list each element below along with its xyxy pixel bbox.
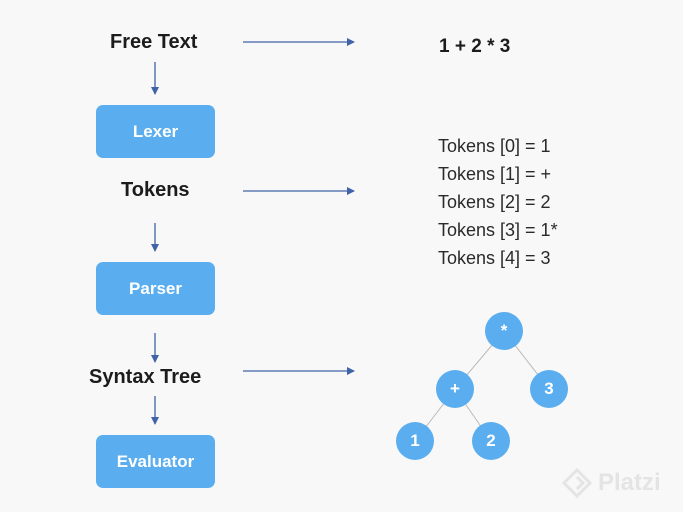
- platzi-logo-icon: [562, 468, 592, 498]
- syntax-tree-label: Syntax Tree: [89, 366, 202, 388]
- tree-node-one: 1: [396, 422, 434, 460]
- token-item: Tokens [0] = 1: [438, 136, 551, 156]
- token-item: Tokens [3] = 1*: [438, 220, 558, 240]
- tree-node-two: 2: [472, 422, 510, 460]
- token-item: Tokens [2] = 2: [438, 192, 551, 212]
- tree-node-root: *: [485, 312, 523, 350]
- tree-node-three: 3: [530, 370, 568, 408]
- token-item: Tokens [1] = +: [438, 164, 552, 184]
- parser-box: Parser: [96, 262, 215, 315]
- lexer-box: Lexer: [96, 105, 215, 158]
- free-text-label: Free Text: [110, 31, 198, 53]
- tokens-list: Tokens [0] = 1 Tokens [1] = + Tokens [2]…: [438, 132, 558, 272]
- watermark-text: Platzi: [598, 469, 661, 496]
- expression-text: 1 + 2 * 3: [439, 36, 511, 57]
- tokens-label: Tokens: [121, 179, 190, 201]
- platzi-watermark: Platzi: [562, 468, 661, 498]
- tree-node-plus: +: [436, 370, 474, 408]
- evaluator-box: Evaluator: [96, 435, 215, 488]
- token-item: Tokens [4] = 3: [438, 248, 551, 268]
